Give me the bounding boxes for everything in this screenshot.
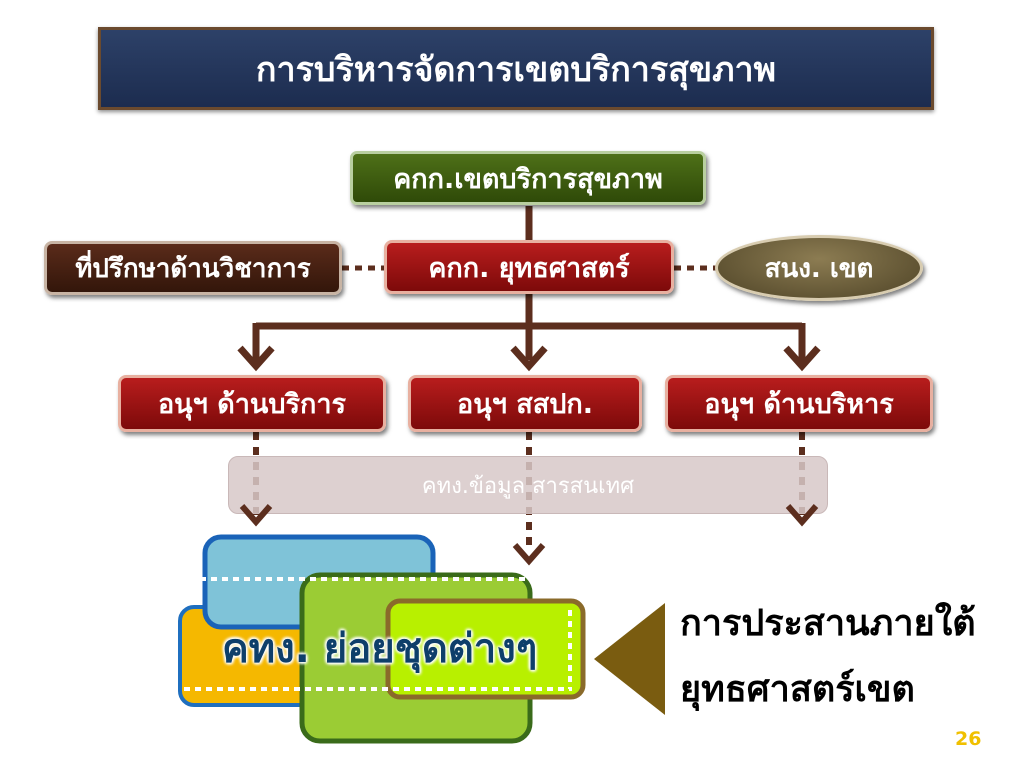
arrow-center bbox=[510, 345, 548, 372]
node-sub-health: อนุฯ สสปก. bbox=[408, 375, 642, 432]
node-health-region-committee: คกก.เขตบริการสุขภาพ bbox=[350, 151, 706, 205]
arrowhead-down-left bbox=[239, 504, 273, 527]
node-sub-admin: อนุฯ ด้านบริหาร bbox=[665, 375, 933, 432]
pointer-triangle bbox=[594, 603, 665, 715]
node-sub-service: อนุฯ ด้านบริการ bbox=[118, 375, 386, 432]
arrowhead-down-right bbox=[785, 504, 819, 527]
caption-line-2: ยุทธศาสตร์เขต bbox=[680, 669, 915, 710]
page-number: 26 bbox=[955, 728, 982, 750]
caption-line-1: การประสานภายใต้ bbox=[680, 603, 976, 644]
group-box-lime bbox=[385, 598, 586, 700]
arrow-left bbox=[237, 345, 275, 372]
arrow-right bbox=[783, 345, 821, 372]
arrowhead-down-center bbox=[512, 543, 546, 566]
node-region-office: สนง. เขต bbox=[715, 235, 923, 301]
node-working-groups: คทง. ย่อยชุดต่างๆ bbox=[222, 626, 538, 672]
node-info-team: คทง.ข้อมูล สารสนเทศ bbox=[228, 456, 828, 514]
node-academic-advisor: ที่ปรึกษาด้านวิชาการ bbox=[44, 241, 342, 295]
node-strategy-committee: คกก. ยุทธศาสตร์ bbox=[384, 240, 674, 294]
page-title: การบริหารจัดการเขตบริการสุขภาพ bbox=[98, 27, 934, 110]
